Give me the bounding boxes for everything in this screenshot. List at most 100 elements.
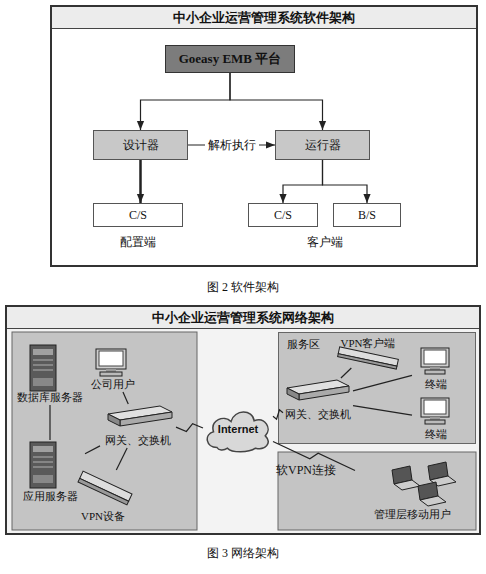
server-icon — [33, 360, 53, 361]
frame-title: 中小企业运营管理系统网络架构 — [7, 307, 479, 329]
server-icon — [30, 442, 56, 488]
platform-box: Goeasy EMB 平台 — [165, 45, 295, 73]
connector — [341, 368, 351, 378]
pc-icon — [100, 372, 122, 376]
connector — [353, 406, 412, 416]
process-box: 运行器 — [275, 130, 370, 160]
node-label: 网关、交换机 — [285, 407, 351, 422]
server-icon — [33, 370, 53, 371]
vpn-device-icon — [78, 478, 129, 504]
switch-icon — [287, 388, 299, 400]
group-label: 客户端 — [248, 234, 401, 251]
pc-icon — [425, 420, 445, 424]
internet-cloud: Internet — [203, 405, 273, 453]
figure-frame: 数据库服务器公司用户应用服务器 网关、交换机 VPN设备 Internet VPN客户端… — [5, 305, 481, 535]
process-box: 设计器 — [93, 130, 188, 160]
node-label: 服务区 — [287, 337, 320, 352]
connector — [123, 392, 128, 404]
server-icon — [33, 462, 53, 463]
cloud-outline — [207, 412, 268, 452]
node-label: 应用服务器 — [23, 489, 78, 504]
switch-icon — [287, 380, 349, 400]
vpn-device-icon — [78, 471, 132, 505]
vpn-client-device: VPN客户端 — [330, 336, 406, 368]
vpn-client-icon — [338, 347, 399, 369]
pc-icon — [99, 351, 123, 366]
region-fill — [278, 452, 476, 530]
connector — [141, 73, 231, 130]
connector — [273, 441, 355, 470]
service-zone: VPN客户端网关、交换机终端终端服务区 — [278, 332, 476, 444]
node-label: 终端 — [425, 427, 447, 442]
node-label: 终端 — [425, 377, 447, 392]
server-icon — [30, 345, 56, 391]
node-label: VPN设备 — [81, 509, 125, 524]
switch-icon — [299, 386, 349, 400]
frame-background — [5, 305, 481, 535]
frame-title: 中小企业运营管理系统软件架构 — [52, 7, 476, 29]
server-icon — [33, 349, 53, 355]
connector — [323, 160, 368, 203]
laptop-icon — [394, 480, 420, 490]
pc-icon — [421, 348, 449, 374]
edge-label: 解析执行 — [205, 137, 259, 154]
node-label: 数据库服务器 — [17, 390, 83, 405]
server-icon — [33, 475, 53, 483]
pc-device: 公司用户 — [88, 347, 138, 392]
pc-icon — [96, 349, 126, 369]
connector — [176, 424, 203, 432]
node-label: B/S — [358, 208, 376, 223]
figure-caption: 图 2 软件架构 — [0, 279, 486, 296]
node-label: 运行器 — [305, 137, 341, 154]
server-icon — [30, 345, 56, 391]
node-label: 网关、交换机 — [105, 433, 171, 448]
connector — [188, 144, 275, 145]
pc-icon — [421, 348, 449, 367]
pc-icon — [424, 400, 446, 414]
vpn-client-icon — [338, 354, 397, 369]
pc-icon — [421, 398, 449, 424]
node-label: 管理层移动用户 — [374, 507, 451, 522]
pc-icon — [425, 370, 445, 374]
server-device: 应用服务器 — [15, 440, 85, 504]
laptop-icon — [420, 496, 446, 506]
switch-icon — [108, 406, 172, 426]
node-label: 设计器 — [123, 137, 159, 154]
connector — [116, 448, 127, 470]
region-fill — [12, 332, 476, 530]
pc-icon — [424, 350, 446, 364]
node-label: C/S — [274, 208, 292, 223]
switch-icon — [120, 412, 172, 426]
figure-frame: Goeasy EMB 平台设计器 运行器 C/S C/S B/S 中小企业运营管理系统软件… — [50, 5, 478, 267]
terminal-device: 终端 — [412, 396, 460, 442]
server-device: 数据库服务器 — [15, 343, 85, 405]
connector — [139, 160, 142, 203]
connector — [85, 446, 100, 454]
node-label: VPN客户端 — [340, 336, 395, 351]
server-icon — [33, 446, 53, 452]
connector — [230, 73, 323, 130]
laptop-icon — [392, 462, 456, 506]
server-icon — [33, 365, 53, 366]
mode-box: C/S — [93, 203, 183, 227]
region-fill — [278, 332, 476, 444]
pc-icon — [96, 349, 126, 376]
server-icon — [33, 457, 53, 458]
connector — [49, 405, 50, 440]
switch-device: 网关、交换机 — [283, 378, 353, 422]
connector — [353, 375, 412, 391]
server-icon — [33, 378, 53, 386]
connector — [273, 410, 283, 420]
mobile-user-device: 管理层移动用户 — [355, 460, 470, 522]
node-label: 公司用户 — [91, 377, 135, 392]
group-label: 配置端 — [93, 234, 183, 251]
node-label: Goeasy EMB 平台 — [179, 50, 282, 68]
switch-device: 网关、交换机 — [100, 404, 176, 448]
figure-caption: 图 3 网络架构 — [0, 545, 486, 562]
connector — [283, 160, 323, 203]
server-icon — [30, 442, 56, 488]
node-label: Internet — [218, 423, 258, 435]
edge-label: 软VPN连接 — [273, 462, 339, 479]
region-fill — [12, 332, 197, 530]
